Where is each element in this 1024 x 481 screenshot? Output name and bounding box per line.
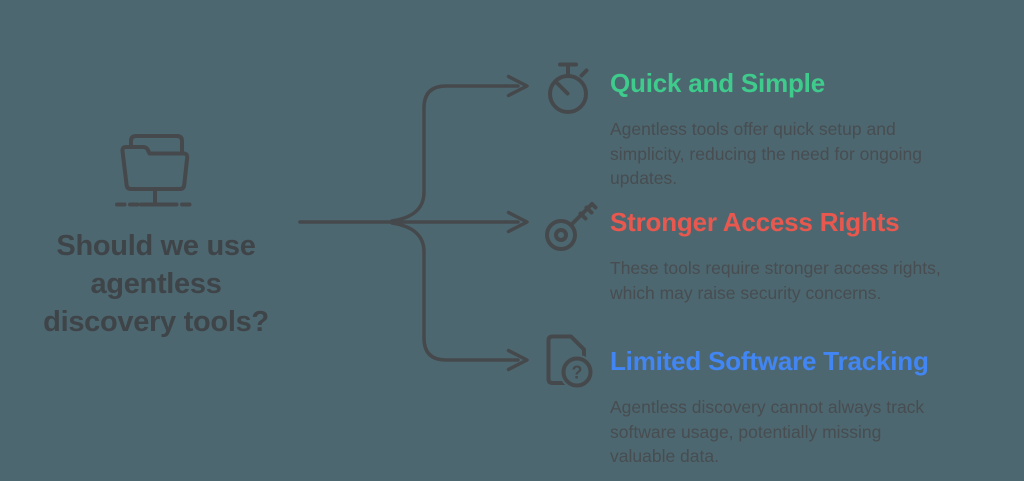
- branch-stronger-access-rights: Stronger Access Rights These tools requi…: [610, 209, 982, 305]
- branch-description: Agentless tools offer quick setup and si…: [610, 119, 922, 188]
- connector-top-arrowhead: [506, 74, 529, 98]
- key-icon: [545, 202, 598, 251]
- connector-bottom: [390, 221, 520, 362]
- question-mark-glyph: ?: [572, 363, 583, 383]
- document-question-icon: ?: [546, 334, 595, 390]
- branch-limited-software-tracking: Limited Software Tracking Agentless disc…: [610, 348, 982, 469]
- stopwatch-icon: [548, 62, 589, 114]
- branch-title: Stronger Access Rights: [610, 207, 900, 237]
- branch-title: Limited Software Tracking: [610, 346, 929, 376]
- branch-connectors: [298, 74, 529, 372]
- branch-description: These tools require stronger access righ…: [610, 258, 941, 303]
- branch-quick-and-simple: Quick and Simple Agentless tools offer q…: [610, 70, 982, 191]
- connector-middle-arrowhead: [506, 210, 529, 234]
- root-question: Should we use agentless discovery tools?: [43, 230, 269, 338]
- connector-top: [390, 84, 520, 223]
- branch-description: Agentless discovery cannot always track …: [610, 397, 925, 466]
- branch-title: Quick and Simple: [610, 68, 825, 98]
- connector-bottom-arrowhead: [506, 348, 529, 372]
- folder-network-icon: [115, 134, 194, 207]
